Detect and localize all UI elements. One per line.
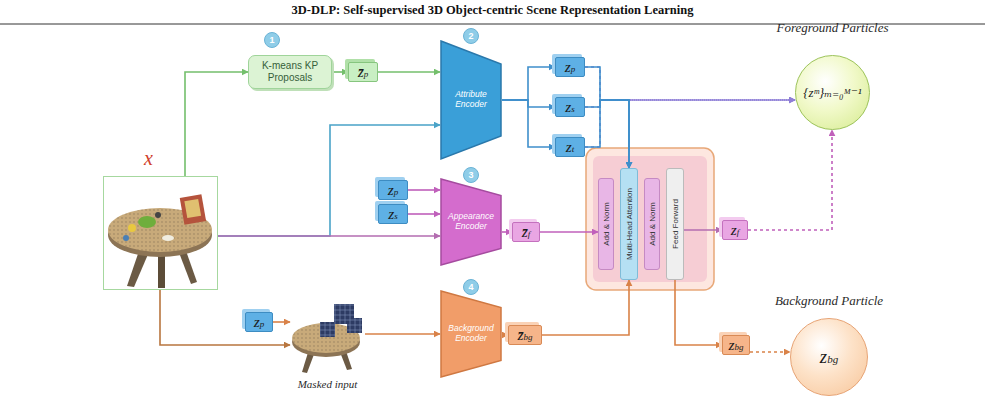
node-label: zp	[388, 182, 398, 197]
connector-arrow	[585, 67, 795, 100]
node-heading: Foreground Particles	[776, 20, 888, 36]
paper-title: 3D-DLP: Self-supervised 3D Object-centri…	[0, 3, 985, 18]
particle-circle: Foreground Particles{zᵐ}ₘ₌₀ᴹ⁻¹	[795, 55, 870, 130]
node-label: zbg	[729, 337, 744, 352]
encoder-block: Appearance Encoder	[440, 178, 502, 266]
connector-arrow	[378, 71, 440, 73]
node-heading: x	[144, 147, 153, 170]
connector-arrow	[160, 290, 290, 345]
input-image: x	[103, 176, 218, 290]
connector-arrow	[585, 100, 629, 168]
scene-object	[180, 194, 206, 224]
connector-arrow	[542, 280, 629, 335]
latent-token: zp	[378, 180, 408, 200]
latent-token: zbg	[722, 335, 750, 355]
latent-token: zs	[555, 97, 585, 117]
latent-token: z̄bg	[508, 325, 542, 345]
connector-arrow	[218, 235, 440, 237]
scene-object	[128, 224, 136, 232]
connector-arrow	[748, 130, 832, 230]
connector-arrow	[502, 67, 555, 100]
node-heading: Background Particle	[775, 293, 883, 309]
transformer-frame	[586, 148, 714, 290]
node-label: zbg	[820, 348, 838, 367]
connector-arrow	[273, 321, 290, 323]
scene-object	[155, 212, 161, 218]
node-label: zf	[731, 222, 739, 237]
latent-token: zp	[555, 57, 585, 77]
node-label: zp	[254, 314, 264, 329]
trapezoid-outline	[441, 41, 501, 159]
node-label: K-means KP Proposals	[255, 60, 325, 84]
mask-patch	[320, 322, 335, 337]
layer-box: Add & Norm	[598, 178, 614, 270]
scene-object	[123, 235, 129, 241]
trapezoid-outline	[441, 179, 501, 265]
node-label: z̄p	[358, 64, 368, 79]
connector-arrow	[502, 231, 512, 233]
latent-token: zf	[722, 220, 748, 240]
connector-arrow	[750, 351, 790, 353]
latent-token: zs	[378, 204, 408, 224]
node-label: {zᵐ}ₘ₌₀ᴹ⁻¹	[803, 85, 861, 101]
masked-image: Masked input	[290, 300, 365, 375]
node-label: Background Encoder	[448, 324, 493, 344]
masked-scene	[292, 304, 362, 373]
mask-patch	[347, 318, 362, 333]
connector-arrow	[502, 100, 555, 147]
connector-arrow	[585, 100, 629, 168]
connector-arrow	[540, 231, 598, 233]
connector-arrow	[684, 229, 722, 231]
callout-number: 2	[463, 28, 479, 44]
layer-box: Feed Forward	[666, 168, 684, 280]
particle-circle: Background Particlezbg	[790, 318, 868, 396]
node-label: Add & Norm	[602, 202, 611, 246]
latent-token: z̄p	[348, 62, 378, 82]
scene-object	[184, 199, 201, 218]
callout-number: 1	[264, 32, 280, 48]
node-label: zt	[566, 139, 574, 154]
node-label: Appearance Encoder	[448, 212, 494, 232]
layer-box: Multi-Head Attention	[620, 168, 638, 280]
connector-arrow	[408, 189, 440, 191]
connector-arrow	[408, 213, 440, 215]
latent-token: zt	[555, 137, 585, 157]
node-label: z̄f	[522, 224, 530, 239]
scene-object	[162, 235, 174, 241]
callout-number: 3	[463, 167, 479, 183]
trapezoid-outline	[441, 291, 501, 377]
node-label: zs	[565, 99, 574, 114]
connector-arrow	[218, 125, 440, 236]
node-label: z̄bg	[518, 327, 533, 342]
layer-box: Add & Norm	[644, 178, 660, 270]
encoder-block: Background Encoder	[440, 290, 502, 378]
node-label: Add & Norm	[648, 202, 657, 246]
connector-arrow	[332, 71, 348, 73]
callout-number: 4	[463, 279, 479, 295]
transformer-panel	[593, 156, 707, 282]
connector-arrow	[585, 100, 795, 147]
node-label: zs	[388, 206, 397, 221]
latent-token: z̄f	[512, 222, 540, 242]
node-label: Multi-Head Attention	[625, 188, 634, 260]
connector-arrow	[585, 67, 629, 168]
connector-arrow	[365, 333, 440, 335]
node-label: zp	[565, 59, 575, 74]
table-leg	[158, 254, 165, 288]
process-box: K-means KP Proposals	[248, 55, 332, 89]
encoder-block: Attribute Encoder	[440, 40, 502, 160]
scene-object	[138, 216, 156, 228]
connector-arrow	[185, 72, 248, 176]
node-heading: Masked input	[298, 378, 358, 390]
connector-arrow	[675, 280, 722, 345]
latent-token: zp	[245, 312, 273, 332]
point-cloud-scene	[108, 194, 212, 288]
transformer-block	[586, 148, 714, 290]
node-label: Feed Forward	[671, 199, 680, 249]
connector-arrow	[585, 100, 795, 107]
node-label: Attribute Encoder	[455, 90, 487, 110]
